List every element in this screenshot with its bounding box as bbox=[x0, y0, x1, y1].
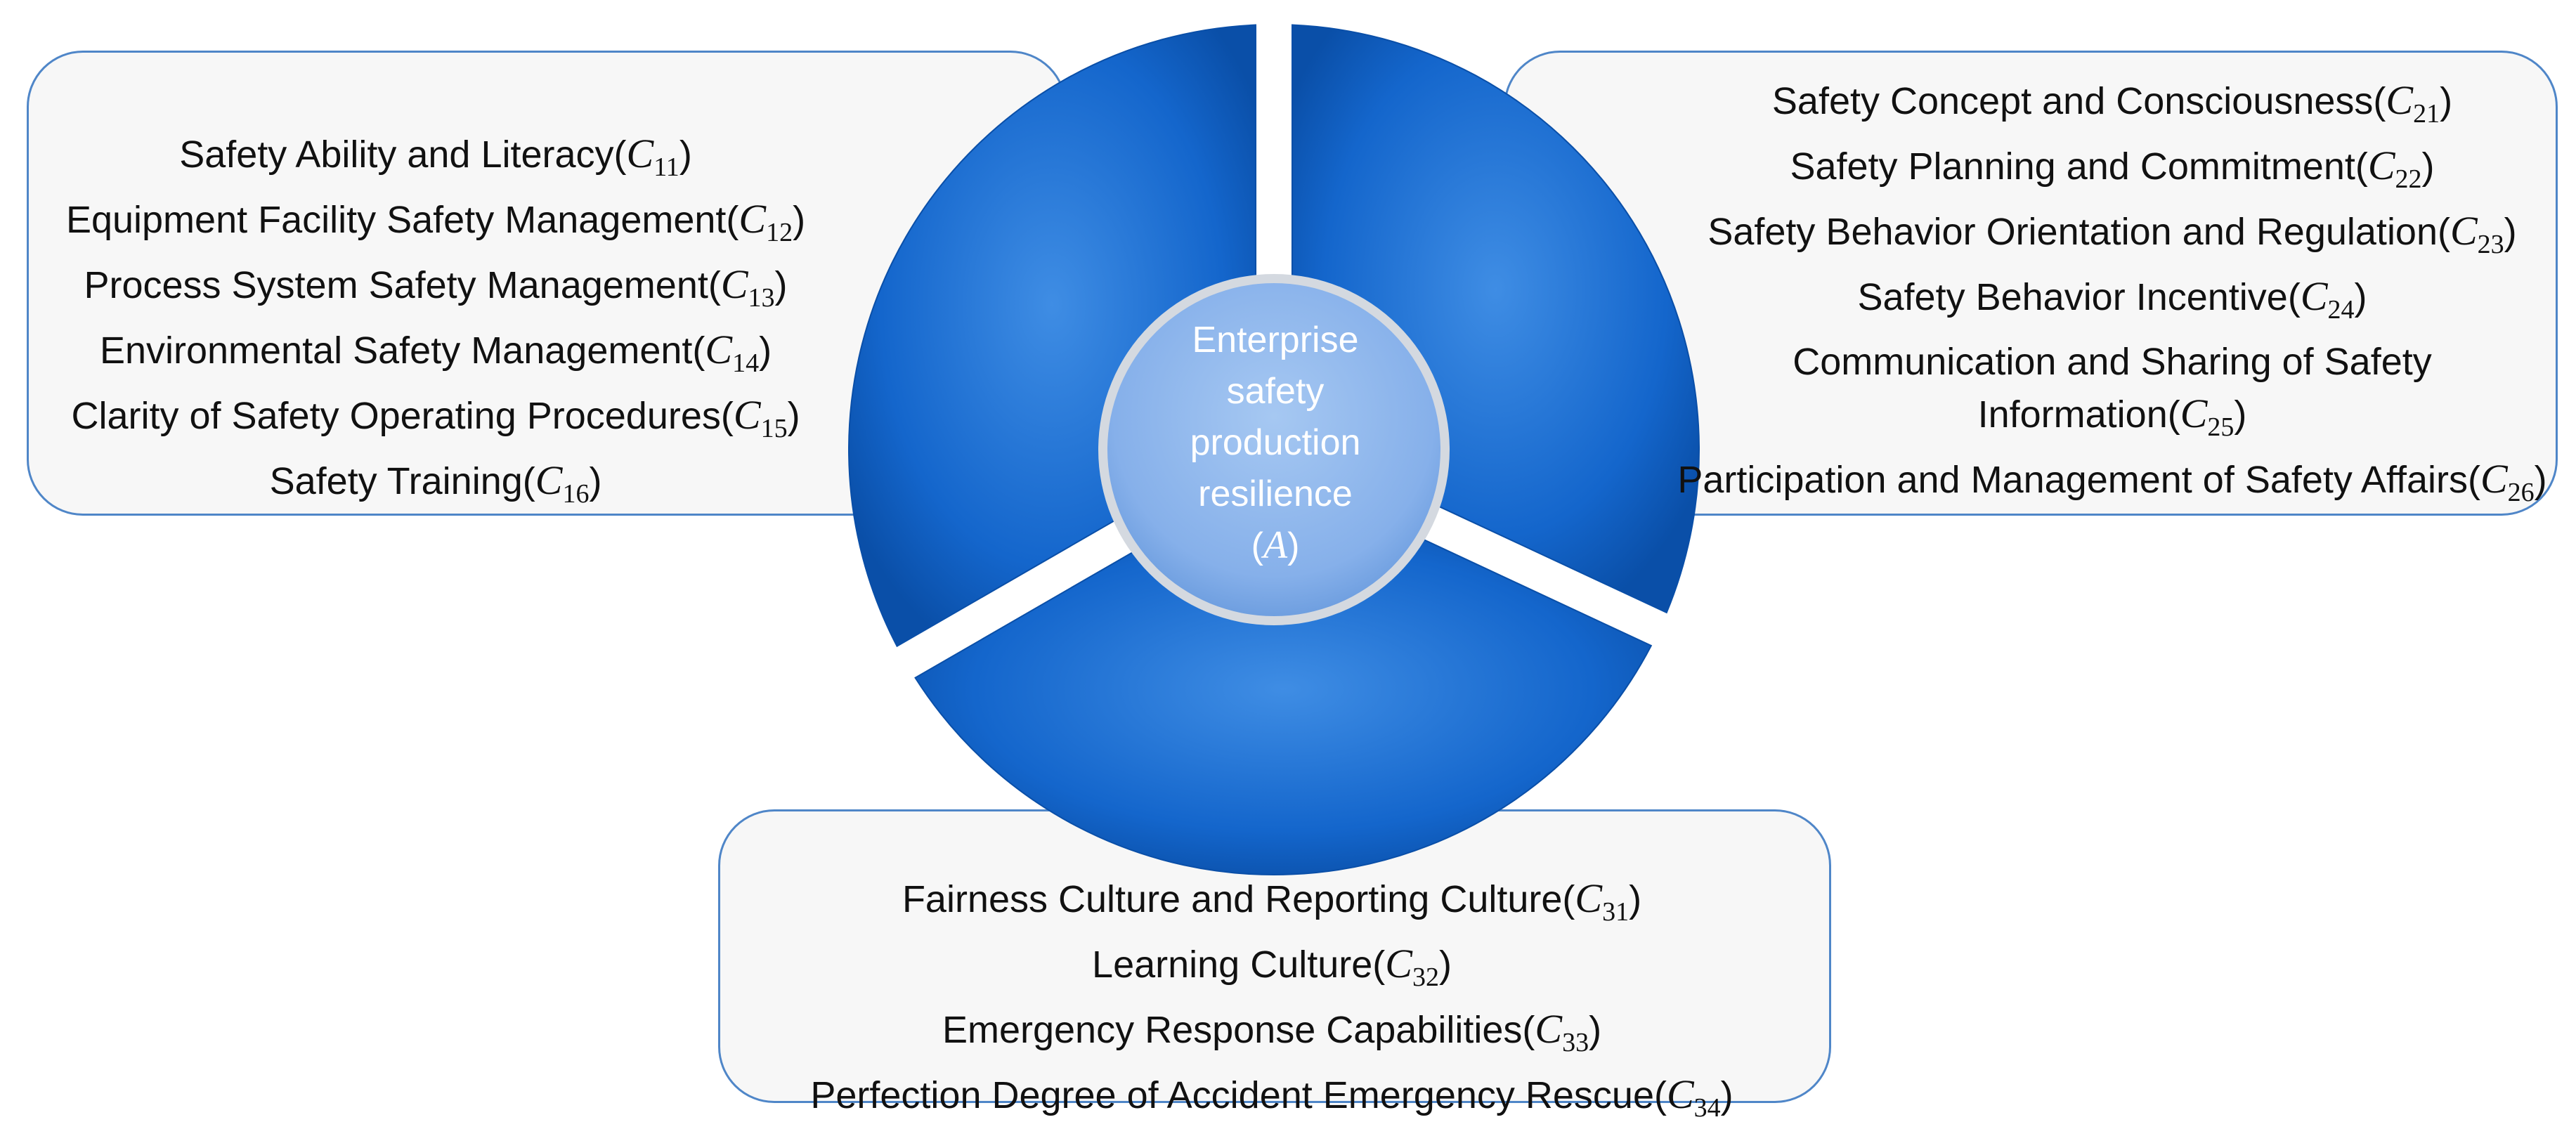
factor-label: Clarity of Safety Operating Procedures bbox=[71, 395, 721, 437]
factor-symbol: C bbox=[705, 327, 733, 372]
group-1-list: Safety Ability and Literacy(C11) Equipmen… bbox=[28, 128, 843, 520]
factor-label: Environmental Safety Management bbox=[99, 330, 693, 372]
factor-subscript: 32 bbox=[1412, 963, 1439, 992]
factor-symbol: C bbox=[733, 392, 761, 438]
factor-symbol: C bbox=[1666, 1071, 1694, 1117]
factor-symbol: C bbox=[626, 131, 654, 176]
factor-item: Fairness Culture and Reporting Culture(C… bbox=[902, 875, 1642, 927]
factor-subscript: 13 bbox=[748, 283, 775, 313]
factor-subscript: 26 bbox=[2507, 478, 2535, 507]
factor-label: Participation and Management of Safety A… bbox=[1677, 459, 2468, 501]
factor-label: Communication and Sharing of Safety Info… bbox=[1793, 341, 2432, 436]
factor-subscript: 11 bbox=[653, 152, 679, 182]
factor-symbol: C bbox=[2450, 208, 2478, 254]
factor-symbol: C bbox=[2300, 273, 2328, 319]
center-symbol: A bbox=[1263, 523, 1288, 567]
factor-symbol: C bbox=[2386, 77, 2414, 123]
group-2-list: Safety Concept and Consciousness(C21)Saf… bbox=[1655, 74, 2569, 518]
factor-item: Emergency Response Capabilities(C33) bbox=[942, 1006, 1602, 1057]
factor-subscript: 14 bbox=[732, 348, 760, 378]
center-symbol-line: (A) bbox=[1251, 523, 1300, 567]
factor-item: Learning Culture(C32) bbox=[1092, 941, 1452, 992]
factor-subscript: 16 bbox=[562, 479, 590, 509]
factor-symbol: C bbox=[739, 196, 767, 242]
factor-item: Participation and Management of Safety A… bbox=[1677, 456, 2547, 507]
factor-item: Environmental Safety Management(C14) bbox=[99, 327, 772, 378]
factor-symbol: C bbox=[1385, 941, 1412, 986]
factor-label: Equipment Facility Safety Management bbox=[65, 199, 727, 241]
factor-label: Safety Ability and Literacy bbox=[179, 133, 614, 176]
factor-label: Perfection Degree of Accident Emergency … bbox=[810, 1074, 1654, 1116]
factor-item: Safety Planning and Commitment(C22) bbox=[1790, 143, 2435, 194]
factor-label: Process System Safety Management bbox=[84, 264, 708, 306]
factor-item: Equipment Facility Safety Management(C12… bbox=[65, 196, 806, 247]
factor-subscript: 31 bbox=[1602, 897, 1629, 927]
center-line: Enterprise bbox=[1192, 320, 1359, 360]
factor-label: Fairness Culture and Reporting Culture bbox=[902, 878, 1563, 920]
factor-item: Safety Training(C16) bbox=[269, 457, 602, 509]
factor-subscript: 21 bbox=[2413, 99, 2440, 129]
factor-symbol: C bbox=[2367, 143, 2395, 188]
factor-symbol: C bbox=[720, 261, 748, 307]
center-line: production bbox=[1190, 422, 1361, 463]
factor-item: Safety Behavior Orientation and Regulati… bbox=[1707, 208, 2517, 259]
factor-symbol: C bbox=[1575, 875, 1603, 921]
group-3-list: Fairness Culture and Reporting Culture(C… bbox=[745, 873, 1799, 1122]
factor-label: Emergency Response Capabilities bbox=[942, 1009, 1523, 1051]
wheel-segments bbox=[848, 24, 1700, 875]
center-label: Enterprise safety production resilience … bbox=[1110, 315, 1440, 572]
factor-label: Safety Planning and Commitment bbox=[1790, 145, 2355, 188]
factor-item: Process System Safety Management(C13) bbox=[84, 261, 788, 313]
factor-item: Safety Behavior Incentive(C24) bbox=[1857, 273, 2367, 325]
factor-subscript: 33 bbox=[1562, 1028, 1589, 1057]
factor-label: Safety Concept and Consciousness bbox=[1771, 80, 2374, 122]
hub-circle bbox=[1107, 283, 1440, 616]
factor-symbol: C bbox=[535, 457, 563, 503]
factor-subscript: 24 bbox=[2327, 295, 2355, 325]
center-line: resilience bbox=[1198, 474, 1353, 514]
factor-item: Clarity of Safety Operating Procedures(C… bbox=[71, 392, 800, 443]
factor-label: Safety Behavior Orientation and Regulati… bbox=[1707, 211, 2438, 253]
factor-symbol: C bbox=[2480, 456, 2508, 502]
factor-item: Communication and Sharing of Safety Info… bbox=[1793, 341, 2432, 442]
factor-item: Safety Ability and Literacy(C11) bbox=[179, 131, 692, 182]
center-line: safety bbox=[1226, 371, 1325, 412]
factor-subscript: 15 bbox=[760, 414, 788, 443]
factor-symbol: C bbox=[1535, 1006, 1563, 1052]
factor-label: Learning Culture bbox=[1092, 944, 1373, 986]
factor-subscript: 22 bbox=[2395, 164, 2422, 194]
factor-label: Safety Training bbox=[269, 460, 523, 502]
factor-subscript: 12 bbox=[766, 218, 793, 247]
factor-subscript: 25 bbox=[2207, 412, 2235, 442]
factor-subscript: 23 bbox=[2477, 230, 2504, 259]
factor-label: Safety Behavior Incentive bbox=[1857, 276, 2288, 318]
factor-subscript: 34 bbox=[1693, 1093, 1721, 1122]
factor-item: Safety Concept and Consciousness(C21) bbox=[1771, 77, 2453, 129]
factor-item: Perfection Degree of Accident Emergency … bbox=[810, 1071, 1733, 1122]
factor-symbol: C bbox=[2180, 391, 2208, 436]
